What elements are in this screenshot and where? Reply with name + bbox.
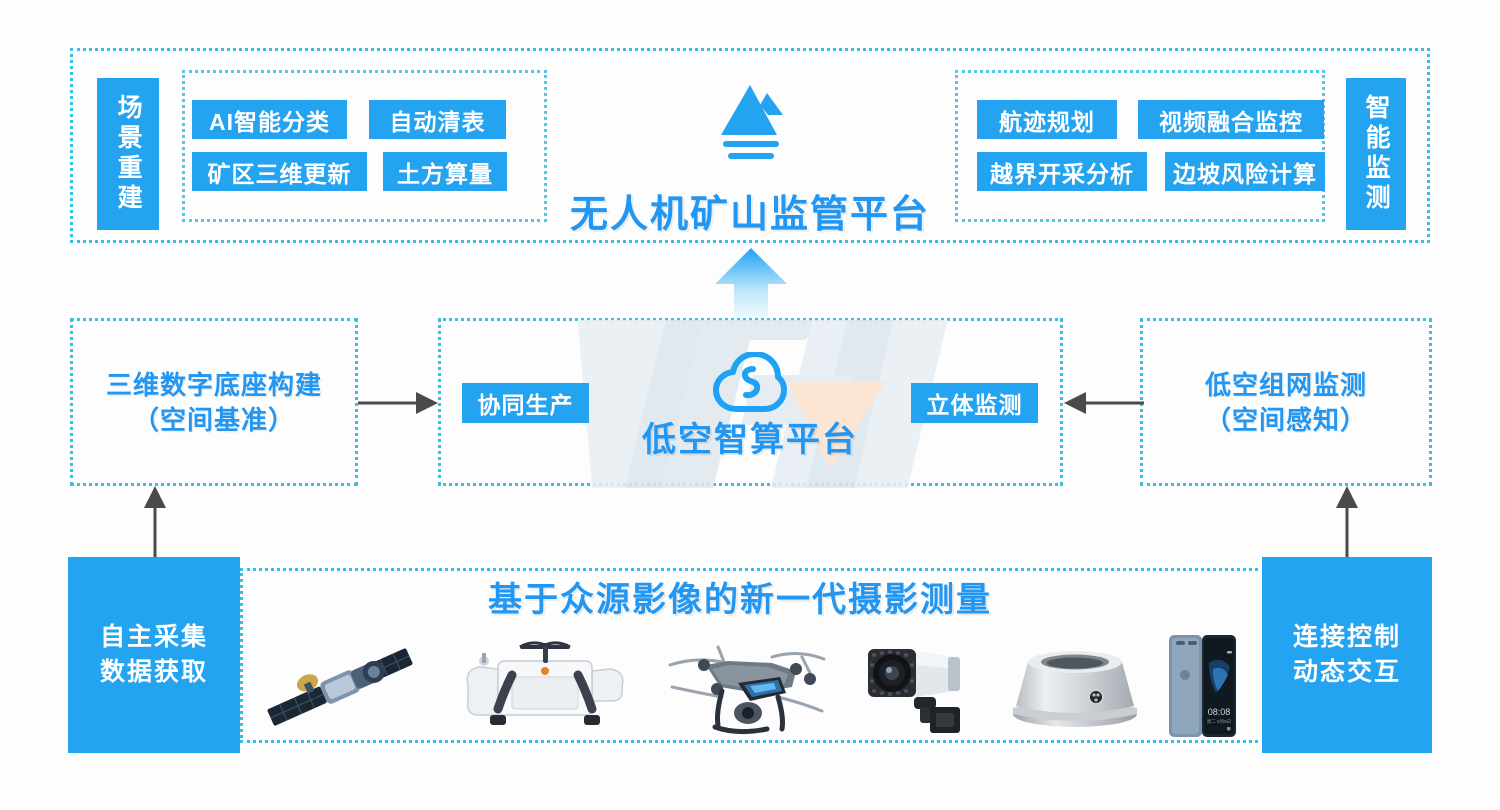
quadcopter-drone-image	[668, 645, 826, 735]
chip-auto-clearing-table[interactable]: 自动清表	[369, 100, 506, 139]
autonomous-collection-block[interactable]: 自主采集 数据获取	[68, 557, 240, 753]
smartphone-image: 08:08 周二 5月9日	[1169, 635, 1236, 737]
low-altitude-platform-title: 低空智算平台	[642, 421, 858, 459]
vtol-fixed-wing-drone-image	[466, 641, 624, 725]
autonomous-collection-line1: 自主采集	[99, 623, 208, 651]
surveillance-camera-image	[868, 649, 960, 733]
top-band-frame	[70, 48, 1430, 243]
sidebar-item-scene-reconstruction[interactable]: 场景重建	[97, 78, 159, 230]
spatial-baseline-frame	[70, 318, 358, 486]
svg-text:周二 5月9日: 周二 5月9日	[1207, 719, 1231, 725]
chip-collaborative-production[interactable]: 协同生产	[462, 383, 589, 423]
spatial-baseline-line1: 三维数字底座构建	[105, 370, 322, 400]
scene-reconstruction-inner-frame	[182, 70, 547, 222]
connection-control-line1: 连接控制	[1292, 623, 1401, 651]
satellite-image	[267, 648, 413, 726]
chip-video-fusion-monitoring[interactable]: 视频融合监控	[1138, 100, 1324, 139]
intelligent-monitoring-inner-frame	[955, 70, 1325, 222]
chip-boundary-mining-analysis[interactable]: 越界开采分析	[977, 152, 1147, 191]
connection-control-block[interactable]: 连接控制 动态交互	[1262, 557, 1432, 753]
device-gallery: 08:08 周二 5月9日	[260, 632, 1250, 737]
sidebar-item-intelligent-monitoring[interactable]: 智能监测	[1346, 78, 1406, 230]
autonomous-collection-line2: 数据获取	[99, 658, 208, 686]
arrow-bottom-left-up	[144, 486, 166, 558]
chip-mine-3d-update[interactable]: 矿区三维更新	[192, 152, 367, 191]
chip-earthwork-calculation[interactable]: 土方算量	[383, 152, 507, 191]
chip-ai-classification[interactable]: AI智能分类	[192, 100, 347, 139]
arrow-right-to-center	[1064, 392, 1144, 414]
bottom-headline: 基于众源影像的新一代摄影测量	[488, 581, 992, 619]
page-title: 无人机矿山监管平台	[569, 194, 930, 236]
chip-stereo-monitoring[interactable]: 立体监测	[911, 383, 1038, 423]
spatial-perception-label: 低空组网监测 （空间感知）	[1140, 368, 1432, 438]
svg-text:08:08: 08:08	[1208, 707, 1231, 717]
spatial-baseline-line2: （空间基准）	[132, 405, 295, 436]
spatial-baseline-label: 三维数字底座构建 （空间基准）	[70, 368, 358, 438]
chip-flight-path-planning[interactable]: 航迹规划	[977, 100, 1117, 139]
arrow-left-to-center	[358, 392, 438, 414]
mountain-icon	[721, 85, 783, 159]
arrow-bottom-right-up	[1336, 486, 1358, 558]
gnss-antenna-image	[1013, 651, 1137, 727]
spatial-perception-line2: （空间感知）	[1204, 405, 1367, 436]
connection-control-line2: 动态交互	[1292, 658, 1401, 686]
upward-arrow-icon	[715, 248, 787, 326]
cloud-icon	[713, 352, 787, 412]
chip-slope-risk-calculation[interactable]: 边坡风险计算	[1165, 152, 1325, 191]
spatial-perception-line1: 低空组网监测	[1204, 370, 1367, 400]
